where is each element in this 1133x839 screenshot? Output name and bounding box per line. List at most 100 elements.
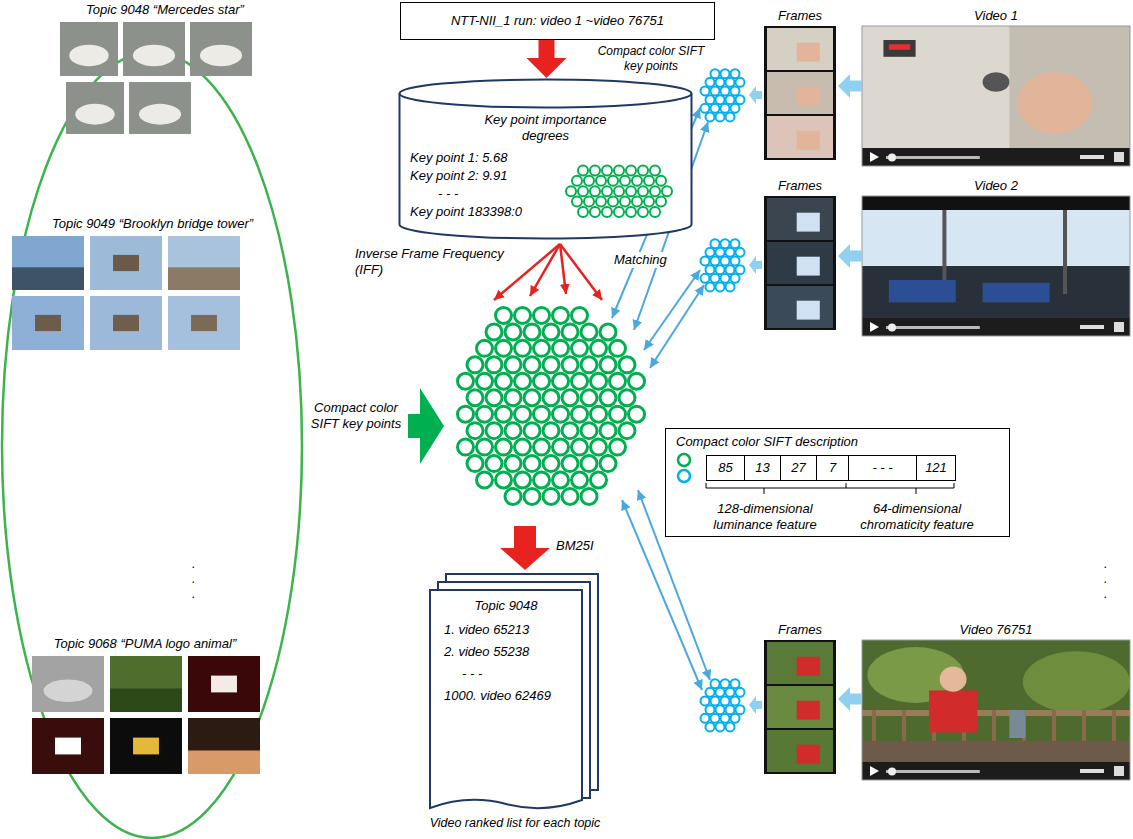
node-text: Frames [762,622,838,638]
matching-arrow [644,270,700,350]
frame-subject [797,257,820,276]
photo-thumbnail [90,236,162,290]
node-text: 128-dimensional luminance feature [702,501,828,533]
photo-thumbnail [168,296,240,350]
player-border [862,196,1130,336]
keypoint-circle [584,197,594,207]
flow-arrow [850,81,862,92]
descriptor-box: Compact color SIFT description128-dimens… [665,428,1010,537]
video-still [862,26,1130,166]
photo-fill [1063,210,1067,294]
progress-bar [886,770,980,773]
node-text: Video 2 [862,178,1130,194]
keypoint-circle [524,324,540,340]
keypoint-circle [736,688,745,697]
keypoint-circle [515,373,531,389]
blue-block-arrow [749,696,762,714]
keypoint-circle [543,357,559,373]
photo-subject [55,738,81,755]
keypoint-circle [581,456,597,472]
keypoint-circle [534,340,550,356]
photo-thumbnail [168,236,240,290]
keypoint-circle [706,265,715,274]
keypoint-circle [706,78,715,87]
photo-fill [862,196,1130,210]
iff-arrow [530,244,560,296]
keypoint-circle [701,256,710,265]
keypoint-circle [726,248,735,257]
keypoint-circle [515,340,531,356]
node-text: Topic 9048 “Mercedes star” [50,2,280,18]
photo-thumbnail [123,22,185,76]
keypoint-circle [524,423,540,439]
keypoint-circle [706,688,715,697]
keypoint-circle [711,86,720,95]
frame-subject [797,657,820,676]
topic-panel: Topic 9049 “Brooklyn bridge tower” [30,216,275,354]
node-text: Topic 9049 “Brooklyn bridge tower” [30,216,275,232]
keypoint-circle [534,472,550,488]
keypoint-circle [638,207,648,217]
progress-knob [888,324,896,332]
keypoint-circle [716,705,725,714]
keypoint-circle [562,357,578,373]
keypoint-circle [505,488,521,504]
keypoint-circle [591,406,607,422]
keypoint-circle [590,165,600,175]
blue-block-arrow [749,256,762,274]
keypoint-circle [581,488,597,504]
keypoint-circle [736,95,745,104]
photo-subject [139,104,181,125]
keypoint-circle [706,95,715,104]
keypoint-circle [632,176,642,186]
keypoint-circle [716,265,725,274]
keypoint-circle [721,714,730,723]
photo-fill [983,283,1050,303]
video-frame [767,28,833,70]
keypoint-circle [562,390,578,406]
keypoint-circle [505,390,521,406]
play-icon [870,766,879,776]
node-text: 121 [917,460,955,476]
keypoint-circle [610,406,626,422]
keypoint-circle [731,86,740,95]
keypoint-circle [736,78,745,87]
keypoint-circle [706,282,715,291]
vector-cell: 85 [706,455,745,481]
keypoint-circle [515,472,531,488]
progress-bar [886,156,980,159]
photo-ground [12,267,84,290]
keypoint-circle [578,165,588,175]
keypoint-circle [458,439,474,455]
keypoint-circle [620,197,630,207]
keypoint-circle [711,104,720,113]
keypoint-circle [581,423,597,439]
vector-cell: 27 [780,455,817,481]
frames-strip: Frames [762,8,838,164]
keypoint-circle [726,95,735,104]
keypoint-circle [534,307,550,323]
photo-subject [133,45,175,67]
keypoint-circle [467,423,483,439]
keypoint-circle [553,439,569,455]
play-icon [870,152,879,162]
node-text: Topic 9068 “PUMA logo animal” [20,636,270,652]
player-controls [862,148,1130,166]
node-text: Key point 1: 5.68 [410,150,580,166]
keypoint-circle [458,373,474,389]
keypoint-circle [496,472,512,488]
keypoint-circle [572,406,588,422]
frame-subject [797,213,820,232]
keypoint-circle [650,207,660,217]
photo-subject [133,738,159,755]
keypoint-circle [496,439,512,455]
keypoint-circle [591,472,607,488]
keypoint-circle [711,274,720,283]
keypoint-circle [543,488,559,504]
keypoint-circle [701,696,710,705]
player-controls [862,318,1130,336]
keypoint-circle [711,239,720,248]
keypoint-circle [600,390,616,406]
photo-thumbnail [90,296,162,350]
keypoint-circle [736,265,745,274]
